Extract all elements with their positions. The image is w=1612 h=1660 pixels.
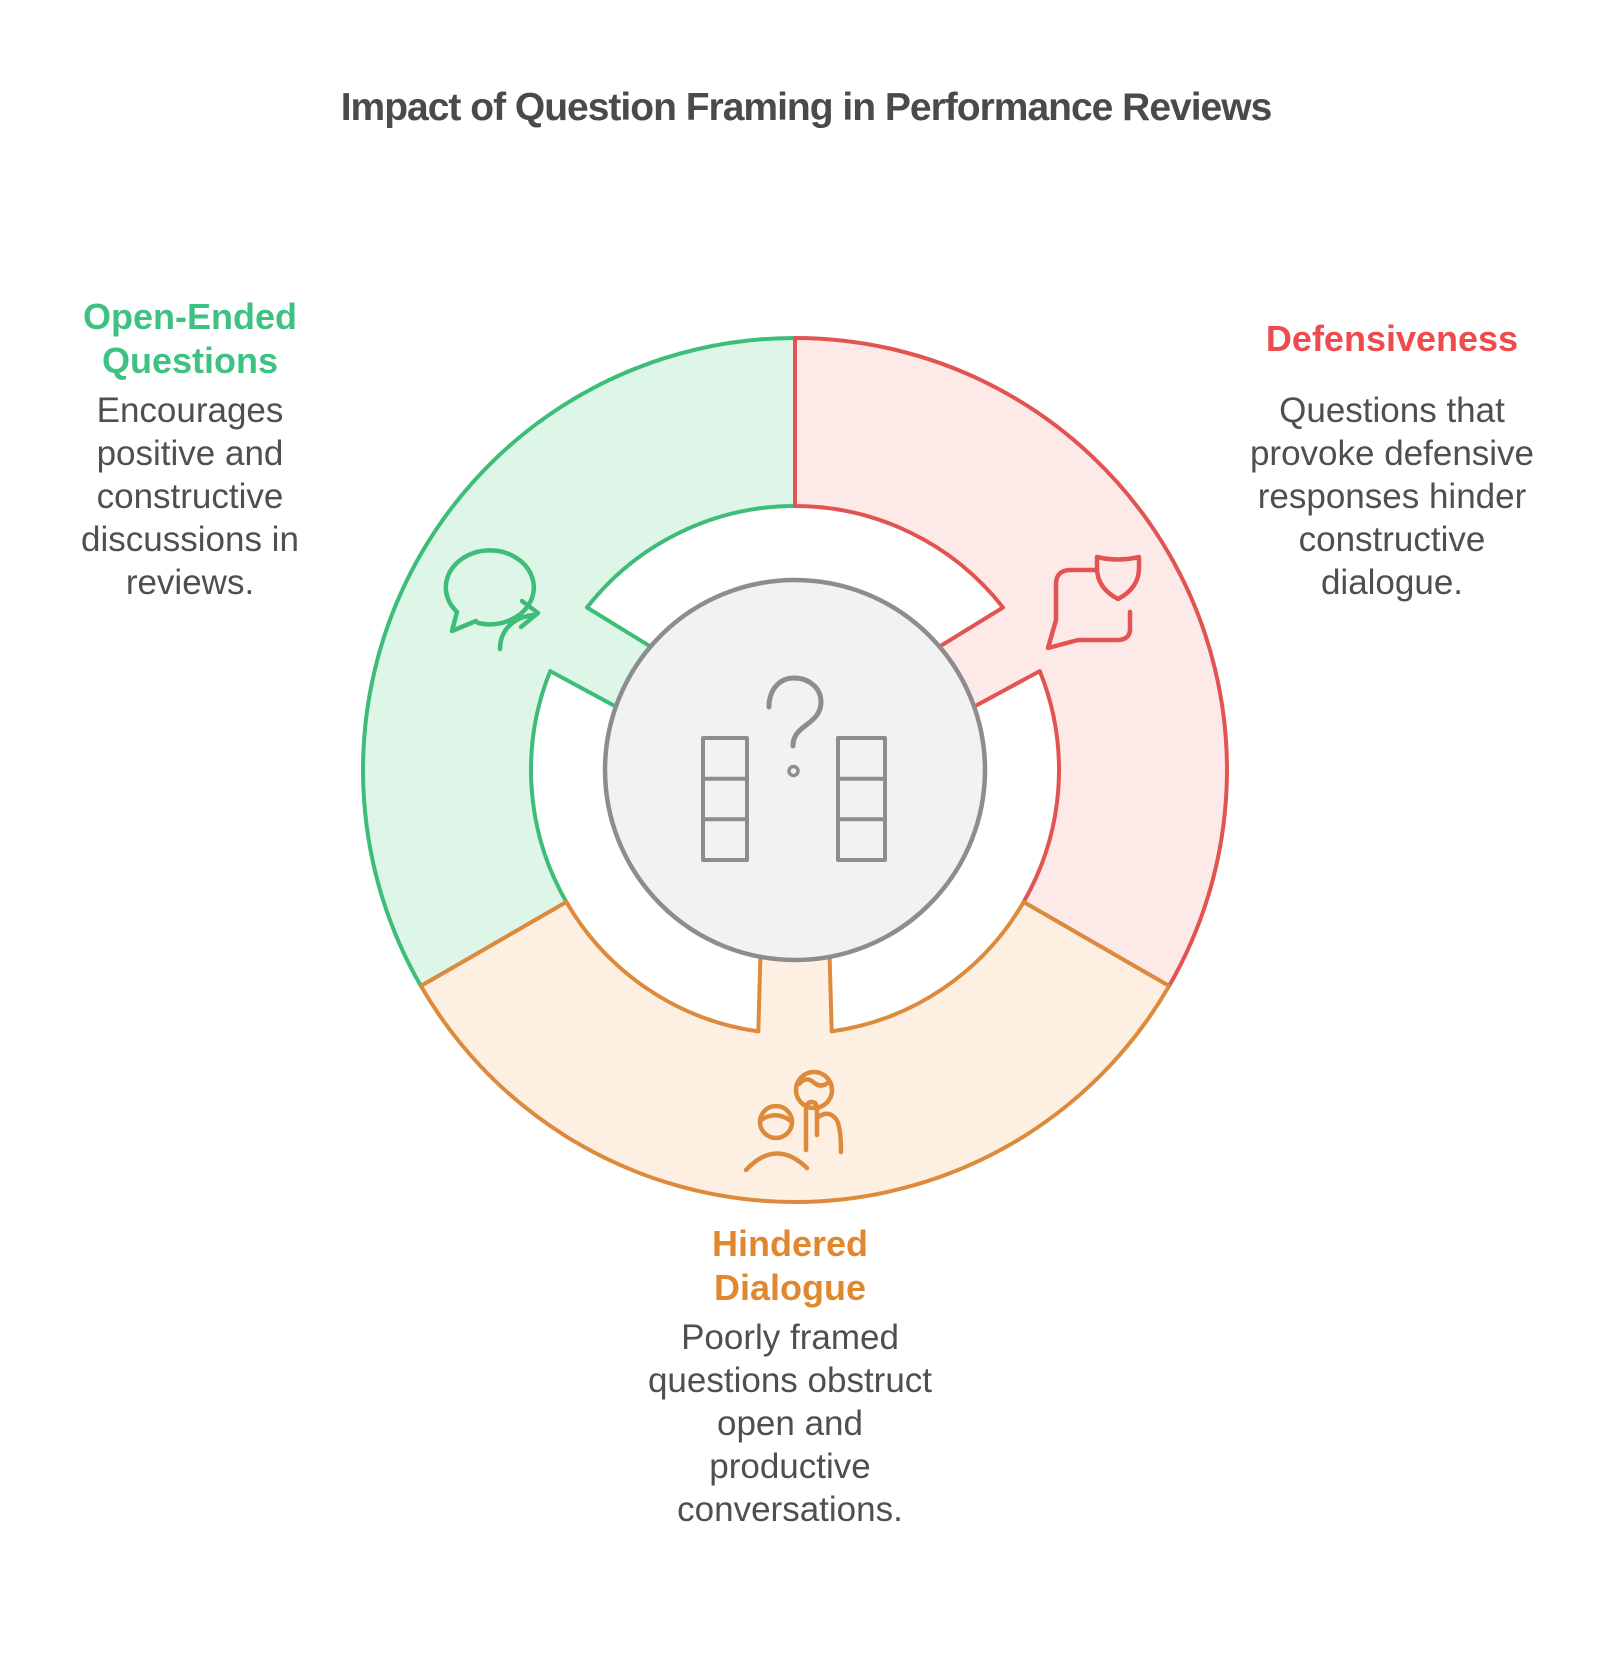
defensiveness-body: Questions that provoke defensive respons…	[1249, 391, 1535, 602]
question-mark-icon	[766, 675, 824, 749]
open-ended-body: Encourages positive and constructive dis…	[81, 391, 299, 602]
orange-segment	[418, 900, 1172, 1204]
label-defensiveness: Defensiveness Questions that provoke def…	[1217, 295, 1567, 604]
hindered-body: Poorly framed questions obstruct open an…	[647, 1318, 933, 1529]
page-title: Impact of Question Framing in Performanc…	[340, 86, 1273, 129]
defensiveness-heading: Defensiveness	[1265, 318, 1519, 359]
question-mark-dot-icon	[787, 764, 800, 778]
open-ended-heading: Open-Ended Questions	[83, 296, 297, 381]
hindered-heading: Hindered Dialogue	[711, 1223, 869, 1308]
people-whisper-icon	[743, 1069, 844, 1173]
speech-bubble-shield-icon	[1045, 554, 1142, 651]
center-circle	[602, 577, 988, 963]
label-hindered-dialogue: Hindered Dialogue Poorly framed question…	[595, 1222, 985, 1531]
chat-bubble-arrow-icon	[443, 548, 541, 652]
comparison-table-right-icon	[836, 736, 887, 862]
comparison-table-left-icon	[701, 736, 749, 862]
question-mark-comparison-icon	[701, 675, 887, 862]
label-open-ended-questions: Open-Ended Questions Encourages positive…	[30, 295, 350, 604]
